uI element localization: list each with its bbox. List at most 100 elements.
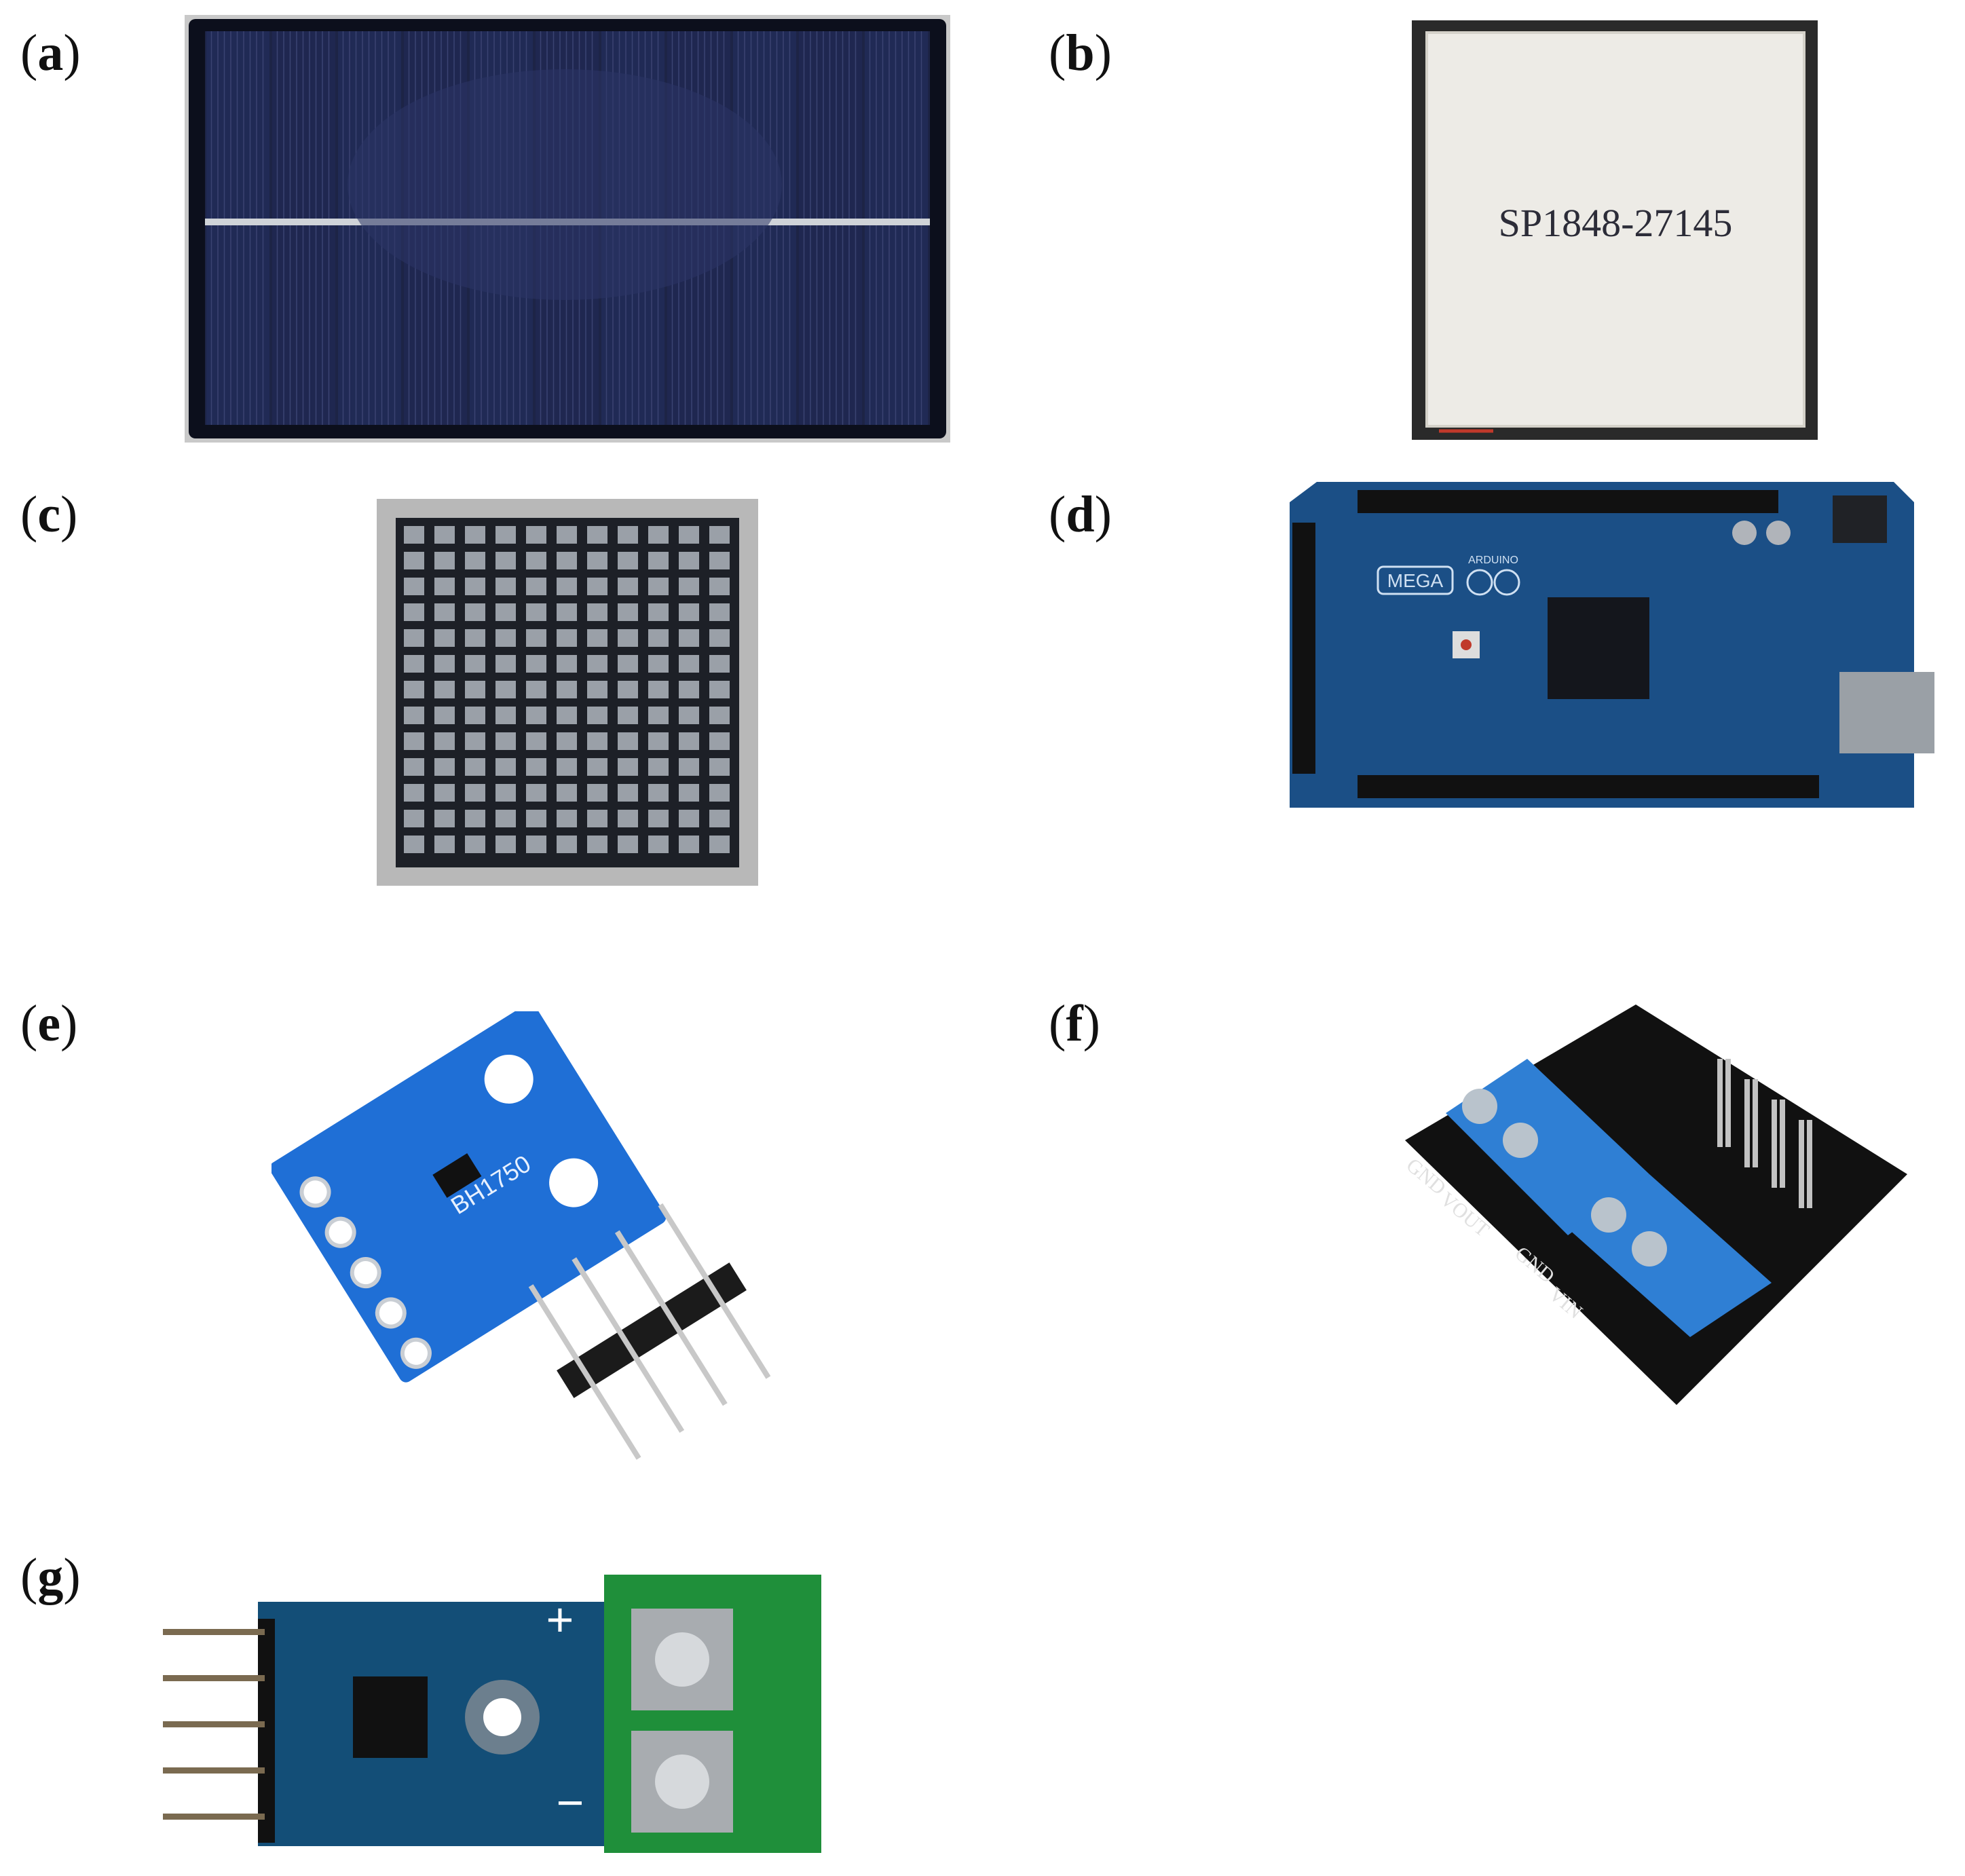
fin-gap xyxy=(465,810,485,827)
fin-gap xyxy=(618,681,638,698)
fin-gap xyxy=(495,784,516,802)
fin-gap xyxy=(587,810,607,827)
fin-gap xyxy=(679,810,699,827)
fin-gap xyxy=(679,526,699,544)
fin-gap xyxy=(404,629,424,647)
fin-gap xyxy=(526,681,546,698)
fin-gap xyxy=(526,758,546,776)
fin-gap xyxy=(495,810,516,827)
fin-gap xyxy=(434,681,455,698)
fin-gap xyxy=(709,603,730,621)
fin-gap xyxy=(709,655,730,673)
fin-gap xyxy=(526,629,546,647)
fin-gap xyxy=(587,758,607,776)
fin-gap xyxy=(618,526,638,544)
fin-gap xyxy=(709,784,730,802)
fin-gap xyxy=(557,707,577,724)
fin-gap xyxy=(434,603,455,621)
fin-gap xyxy=(618,810,638,827)
fin-gap xyxy=(404,655,424,673)
fin-gap xyxy=(404,681,424,698)
fin-gap xyxy=(495,629,516,647)
fin-gap xyxy=(679,603,699,621)
fin-gap xyxy=(709,552,730,569)
fin-gap xyxy=(679,758,699,776)
fin-gap xyxy=(709,526,730,544)
fin-gap xyxy=(434,810,455,827)
fin-gap xyxy=(526,655,546,673)
fin-gap xyxy=(465,578,485,595)
fin-gap xyxy=(495,707,516,724)
fin-gap xyxy=(434,655,455,673)
solar-cell xyxy=(272,31,335,425)
fin-gap xyxy=(434,707,455,724)
fin-gap xyxy=(404,732,424,750)
fin-gap xyxy=(648,707,669,724)
fin-gap xyxy=(404,758,424,776)
fin-gap xyxy=(495,681,516,698)
solar-cell xyxy=(799,31,862,425)
fin-gap xyxy=(434,758,455,776)
fin-gap xyxy=(526,603,546,621)
fin-gap xyxy=(618,732,638,750)
fin-gap xyxy=(495,552,516,569)
fin-gap xyxy=(557,810,577,827)
fin-gap xyxy=(587,707,607,724)
module-f-header-pins xyxy=(1717,1059,1812,1208)
fin-gap xyxy=(648,552,669,569)
pin-hole xyxy=(324,1216,356,1248)
fin-gap xyxy=(495,836,516,853)
sensor-module-f-photo: GND VOUT GND VIN xyxy=(1364,998,1928,1419)
fin-gap xyxy=(709,578,730,595)
heatsink-fin-grid xyxy=(404,526,730,853)
fin-gap xyxy=(404,784,424,802)
header-pin xyxy=(1753,1079,1758,1167)
fin-gap xyxy=(434,552,455,569)
header-pin xyxy=(658,1203,771,1379)
fin-gap xyxy=(526,526,546,544)
fin-gap xyxy=(465,681,485,698)
fin-gap xyxy=(526,578,546,595)
solar-panel-photo xyxy=(185,15,950,443)
pin-hole xyxy=(299,1176,331,1208)
fin-gap xyxy=(557,732,577,750)
fin-gap xyxy=(495,732,516,750)
fin-gap xyxy=(404,836,424,853)
fin-gap xyxy=(557,655,577,673)
fin-gap xyxy=(587,526,607,544)
fin-gap xyxy=(679,681,699,698)
fin-gap xyxy=(618,707,638,724)
arduino-brand-text: MEGA xyxy=(1387,570,1444,591)
fin-gap xyxy=(648,526,669,544)
fin-gap xyxy=(404,707,424,724)
fin-gap xyxy=(465,732,485,750)
heatsink-photo xyxy=(377,499,758,886)
fin-gap xyxy=(587,578,607,595)
fin-gap xyxy=(587,655,607,673)
panel-label-a: (a) xyxy=(20,24,81,81)
fin-gap xyxy=(557,526,577,544)
fin-gap xyxy=(495,578,516,595)
fin-gap xyxy=(618,629,638,647)
fin-gap xyxy=(648,810,669,827)
fin-gap xyxy=(648,629,669,647)
fin-gap xyxy=(434,578,455,595)
fin-gap xyxy=(618,784,638,802)
fin-gap xyxy=(526,810,546,827)
fin-gap xyxy=(526,836,546,853)
fin-gap xyxy=(648,578,669,595)
fin-gap xyxy=(465,526,485,544)
panel-label-d: (d) xyxy=(1049,486,1112,543)
fin-gap xyxy=(679,732,699,750)
fin-gap xyxy=(526,732,546,750)
pin-hole xyxy=(375,1297,407,1329)
fin-gap xyxy=(404,526,424,544)
header-pin xyxy=(1799,1120,1804,1208)
fin-gap xyxy=(495,655,516,673)
header-pin xyxy=(528,1284,641,1460)
fin-gap xyxy=(587,732,607,750)
fin-gap xyxy=(679,578,699,595)
fin-gap xyxy=(618,603,638,621)
fin-gap xyxy=(557,758,577,776)
panel-label-b: (b) xyxy=(1049,24,1112,81)
